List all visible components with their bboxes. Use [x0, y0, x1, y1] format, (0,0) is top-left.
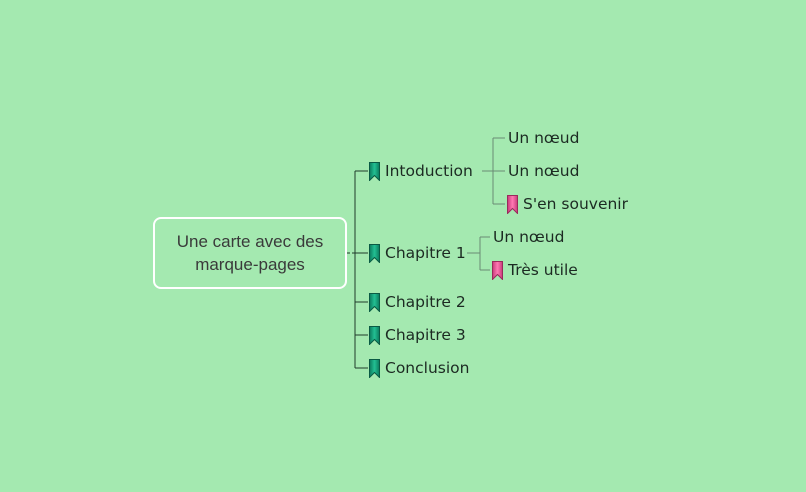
- subtopic-intro-2-label: Un nœud: [508, 162, 580, 180]
- central-topic[interactable]: Une carte avec des marque-pages: [153, 217, 347, 289]
- subtopic-ch1-1-label: Un nœud: [493, 228, 565, 246]
- topic-introduction[interactable]: Intoduction: [369, 160, 473, 182]
- topic-conclusion-label: Conclusion: [385, 359, 470, 377]
- green-bookmark-icon: [369, 292, 380, 312]
- central-topic-line2: marque-pages: [195, 255, 305, 274]
- subtopic-intro-1-label: Un nœud: [508, 129, 580, 147]
- topic-chapitre-3[interactable]: Chapitre 3: [369, 324, 466, 346]
- green-bookmark-icon: [369, 161, 380, 181]
- subtopic-intro-2[interactable]: Un nœud: [508, 160, 579, 182]
- pink-bookmark-icon: [507, 194, 518, 214]
- topic-chapitre-3-label: Chapitre 3: [385, 326, 466, 344]
- topic-chapitre-2[interactable]: Chapitre 2: [369, 291, 466, 313]
- pink-bookmark-icon: [492, 260, 503, 280]
- green-bookmark-icon: [369, 325, 380, 345]
- green-bookmark-icon: [369, 358, 380, 378]
- central-topic-line1: Une carte avec des: [176, 232, 324, 251]
- topic-conclusion[interactable]: Conclusion: [369, 357, 469, 379]
- topic-chapitre-1-label: Chapitre 1: [385, 244, 466, 262]
- topic-introduction-label: Intoduction: [385, 162, 473, 180]
- subtopic-intro-3[interactable]: S'en souvenir: [507, 193, 628, 215]
- subtopic-ch1-2[interactable]: Très utile: [492, 259, 578, 281]
- subtopic-ch1-2-label: Très utile: [508, 261, 578, 279]
- topic-chapitre-2-label: Chapitre 2: [385, 293, 466, 311]
- subtopic-intro-3-label: S'en souvenir: [523, 195, 628, 213]
- green-bookmark-icon: [369, 243, 380, 263]
- subtopic-intro-1[interactable]: Un nœud: [508, 127, 579, 149]
- topic-chapitre-1[interactable]: Chapitre 1: [369, 242, 466, 264]
- subtopic-ch1-1[interactable]: Un nœud: [493, 226, 564, 248]
